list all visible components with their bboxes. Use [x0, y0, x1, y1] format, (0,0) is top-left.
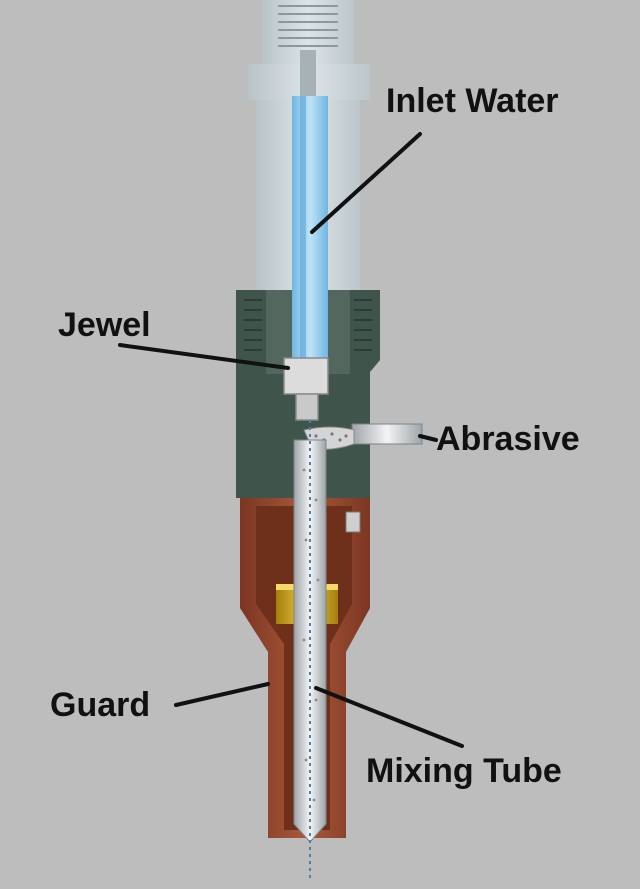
guard-label: Guard — [50, 686, 151, 724]
inlet-water-bore — [292, 96, 328, 358]
water-column — [292, 96, 328, 358]
water-highlight — [300, 96, 306, 358]
guard-set-screw — [345, 511, 361, 533]
abrasive-leader — [418, 434, 438, 442]
chamber-threads — [244, 299, 372, 351]
inlet-body — [248, 0, 370, 296]
inlet-water-label: Inlet Water — [386, 82, 559, 120]
abrasive-label: Abrasive — [436, 420, 580, 458]
inlet-water-leader — [310, 132, 422, 234]
mixing-tube-leader — [314, 686, 464, 748]
jewel-orifice — [295, 393, 319, 421]
jewel-label: Jewel — [58, 306, 151, 344]
inlet-bore-top — [300, 50, 316, 100]
tube-particles — [302, 468, 320, 802]
jewel-holder — [283, 357, 329, 421]
inlet-threads — [278, 5, 338, 47]
jewel-block — [283, 357, 329, 395]
jewel-leader — [118, 343, 290, 370]
mixing-tube-label: Mixing Tube — [366, 752, 562, 790]
guard-leader — [174, 682, 270, 707]
leader-lines — [118, 132, 464, 748]
abrasive-port — [351, 423, 423, 445]
mixing-tube — [293, 420, 327, 880]
mixing-tube-body — [293, 439, 327, 843]
